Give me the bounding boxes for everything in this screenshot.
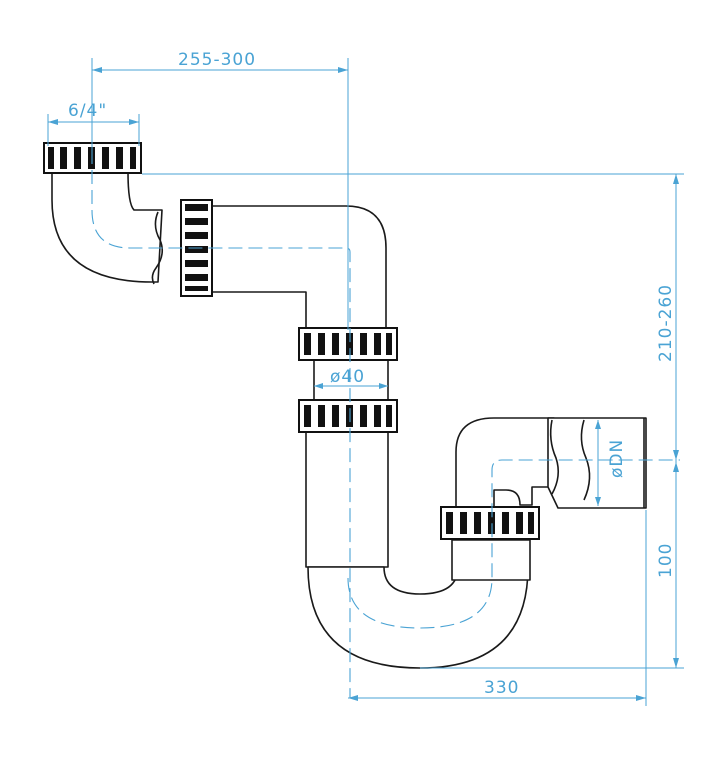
dim-overall-width: 330 (484, 678, 519, 698)
dim-outlet-diameter: øDN (607, 439, 627, 478)
vertical-pipe (305, 431, 389, 568)
dimension-lines (47, 58, 684, 706)
horizontal-arm (211, 205, 387, 329)
dim-height-range: 210-260 (656, 284, 676, 362)
outlet-riser (451, 539, 531, 581)
outlet-tail (547, 417, 647, 509)
centerlines (91, 150, 680, 698)
dim-horizontal-reach: 255-300 (178, 50, 256, 70)
u-trap (307, 566, 529, 669)
inlet-elbow (51, 171, 163, 283)
dim-inlet-thread: 6/4" (68, 101, 107, 121)
nut-outlet (440, 506, 540, 540)
pipe-body (51, 171, 647, 669)
outlet-elbow (455, 417, 555, 508)
nut-upper-vertical (298, 327, 398, 361)
dim-pipe-diameter: ø40 (330, 367, 365, 387)
dim-outlet-height: 100 (656, 543, 676, 578)
nut-lower-vertical (298, 399, 398, 433)
